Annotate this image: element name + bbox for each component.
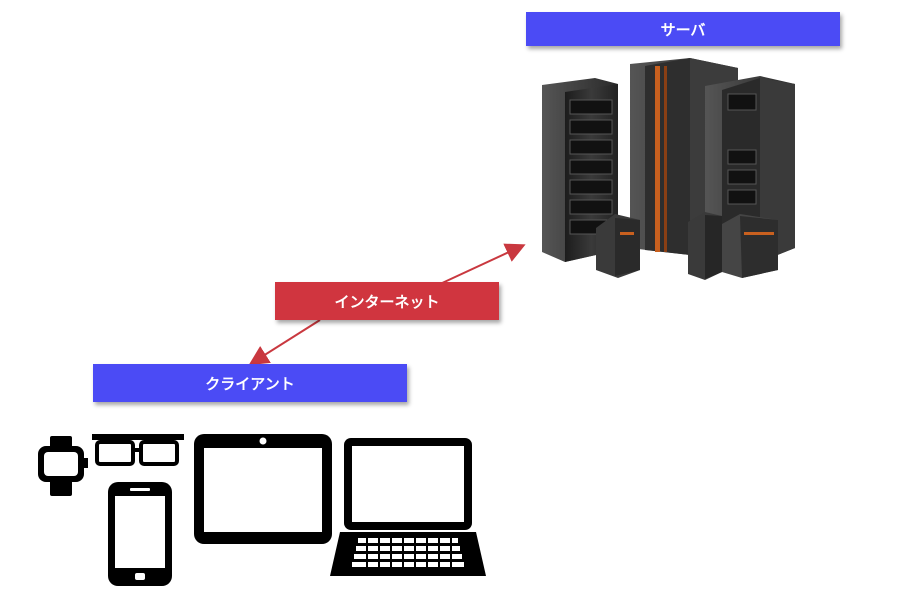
client-label: クライアント (93, 364, 407, 402)
tablet-icon (194, 434, 332, 544)
smartwatch-icon (38, 436, 88, 496)
server-rack-icon (542, 58, 795, 280)
arrow-to-client (248, 319, 321, 366)
smart-glasses-icon (92, 434, 184, 466)
smartphone-icon (108, 482, 172, 586)
arrow-to-server (439, 243, 526, 285)
internet-label: インターネット (275, 282, 499, 320)
server-label: サーバ (526, 12, 840, 46)
laptop-icon (330, 438, 486, 576)
